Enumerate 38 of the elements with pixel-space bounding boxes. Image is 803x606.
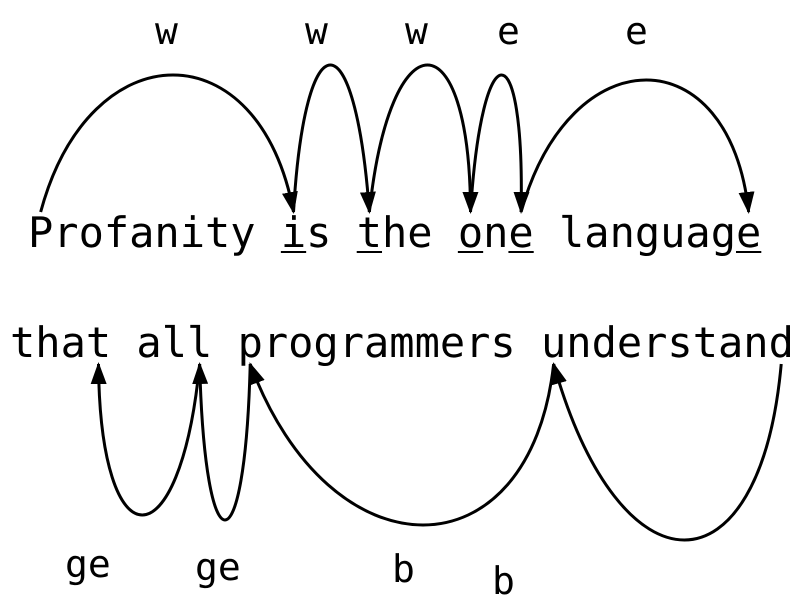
arrow bbox=[368, 64, 478, 214]
target-letter: p bbox=[238, 322, 263, 364]
sentence-text: tha bbox=[10, 322, 86, 364]
arrow bbox=[469, 74, 530, 214]
sentence-text: rogrammers bbox=[262, 322, 516, 364]
arrow bbox=[192, 362, 252, 520]
edge-label: b bbox=[492, 562, 515, 600]
target-letter: l bbox=[187, 322, 212, 364]
sentence-text: he bbox=[382, 212, 433, 254]
target-letter: o bbox=[458, 212, 484, 254]
sentence-text: s bbox=[306, 212, 332, 254]
arrow bbox=[520, 78, 753, 214]
sentence-text: rofanity bbox=[53, 212, 256, 254]
arrow bbox=[39, 74, 296, 214]
arrow bbox=[248, 362, 556, 526]
edge-label: w bbox=[405, 12, 428, 50]
target-letter: e bbox=[736, 212, 762, 254]
edge-label: w bbox=[305, 12, 328, 50]
arrow bbox=[91, 362, 202, 516]
target-letter: i bbox=[280, 212, 306, 254]
edge-label: b bbox=[392, 550, 415, 588]
edge-label: ge bbox=[195, 548, 241, 586]
edge-label: e bbox=[497, 12, 520, 50]
sentence-text: nderstan bbox=[566, 322, 769, 364]
edge-label: ge bbox=[65, 545, 111, 583]
target-letter: P bbox=[28, 212, 54, 254]
target-letter: u bbox=[541, 322, 566, 364]
target-letter: d bbox=[768, 322, 794, 364]
target-letter: e bbox=[508, 212, 534, 254]
target-letter: t bbox=[356, 212, 382, 254]
target-letter: t bbox=[86, 322, 112, 364]
arrow bbox=[552, 362, 783, 542]
arrow bbox=[292, 64, 376, 214]
edge-label: e bbox=[625, 12, 648, 50]
sentence-text: n bbox=[483, 212, 508, 254]
sentence-text: al bbox=[136, 322, 187, 364]
sentence-text: languag bbox=[559, 212, 736, 254]
edge-label: w bbox=[155, 12, 178, 50]
